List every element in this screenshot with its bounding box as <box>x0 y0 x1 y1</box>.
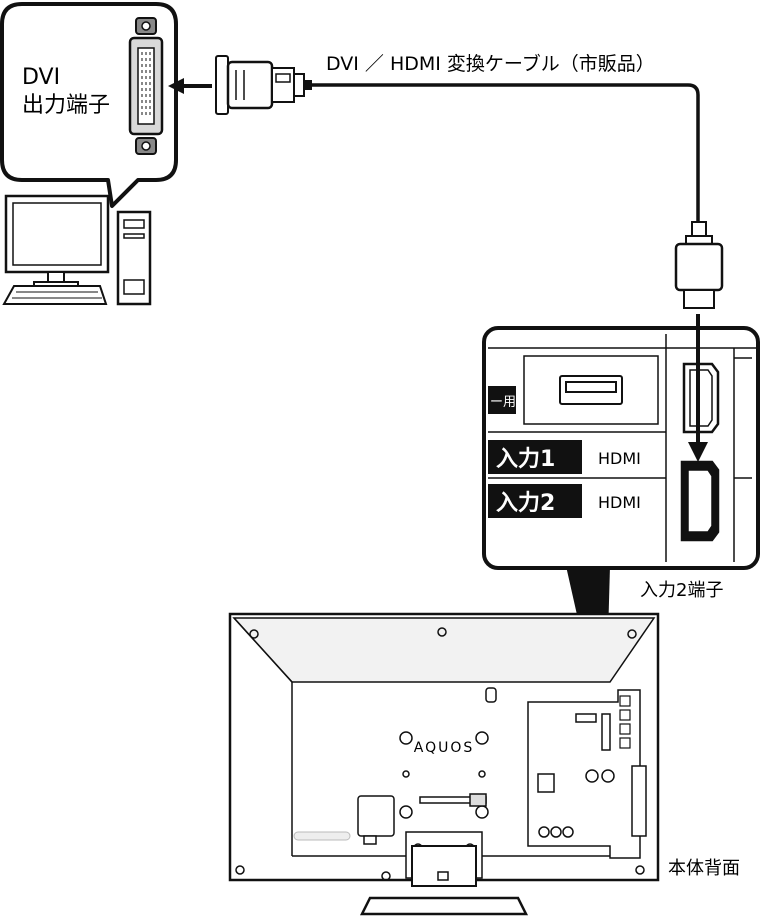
input2-hdmi-label: HDMI <box>598 493 641 512</box>
tv-back-illustration: AQUOS <box>228 612 660 916</box>
input1-hdmi-label: HDMI <box>598 449 641 468</box>
arrow-down-icon <box>688 314 708 462</box>
tv-input-callout: ー用 入力1 HDMI 入力2 HDMI <box>482 326 760 708</box>
hdmi-plug-icon <box>674 221 724 309</box>
usb-port-icon <box>559 375 623 405</box>
dvi-output-terminal-label: 出力端子 <box>22 93 110 118</box>
hdmi-port-input2-icon <box>680 460 720 542</box>
input2-label: 入力2 <box>496 491 555 516</box>
input2-terminal-caption: 入力2端子 <box>640 580 723 601</box>
dvi-callout: DVI 出力端子 <box>0 2 178 208</box>
arrow-left-icon <box>168 78 212 94</box>
tv-back-caption: 本体背面 <box>668 858 740 879</box>
hdmi-port-input1-icon <box>682 362 720 434</box>
dvi-plug-icon <box>215 55 312 115</box>
dvi-port-icon <box>128 17 164 155</box>
conversion-cable <box>312 83 700 226</box>
pc-illustration <box>2 194 152 306</box>
usb-label-fragment: ー用 <box>490 395 516 410</box>
cable-label: DVI ／ HDMI 変換ケーブル（市販品） <box>326 52 655 75</box>
input1-label: 入力1 <box>496 447 555 472</box>
tv-brand-logo: AQUOS <box>414 740 475 756</box>
dvi-label: DVI <box>22 65 60 90</box>
